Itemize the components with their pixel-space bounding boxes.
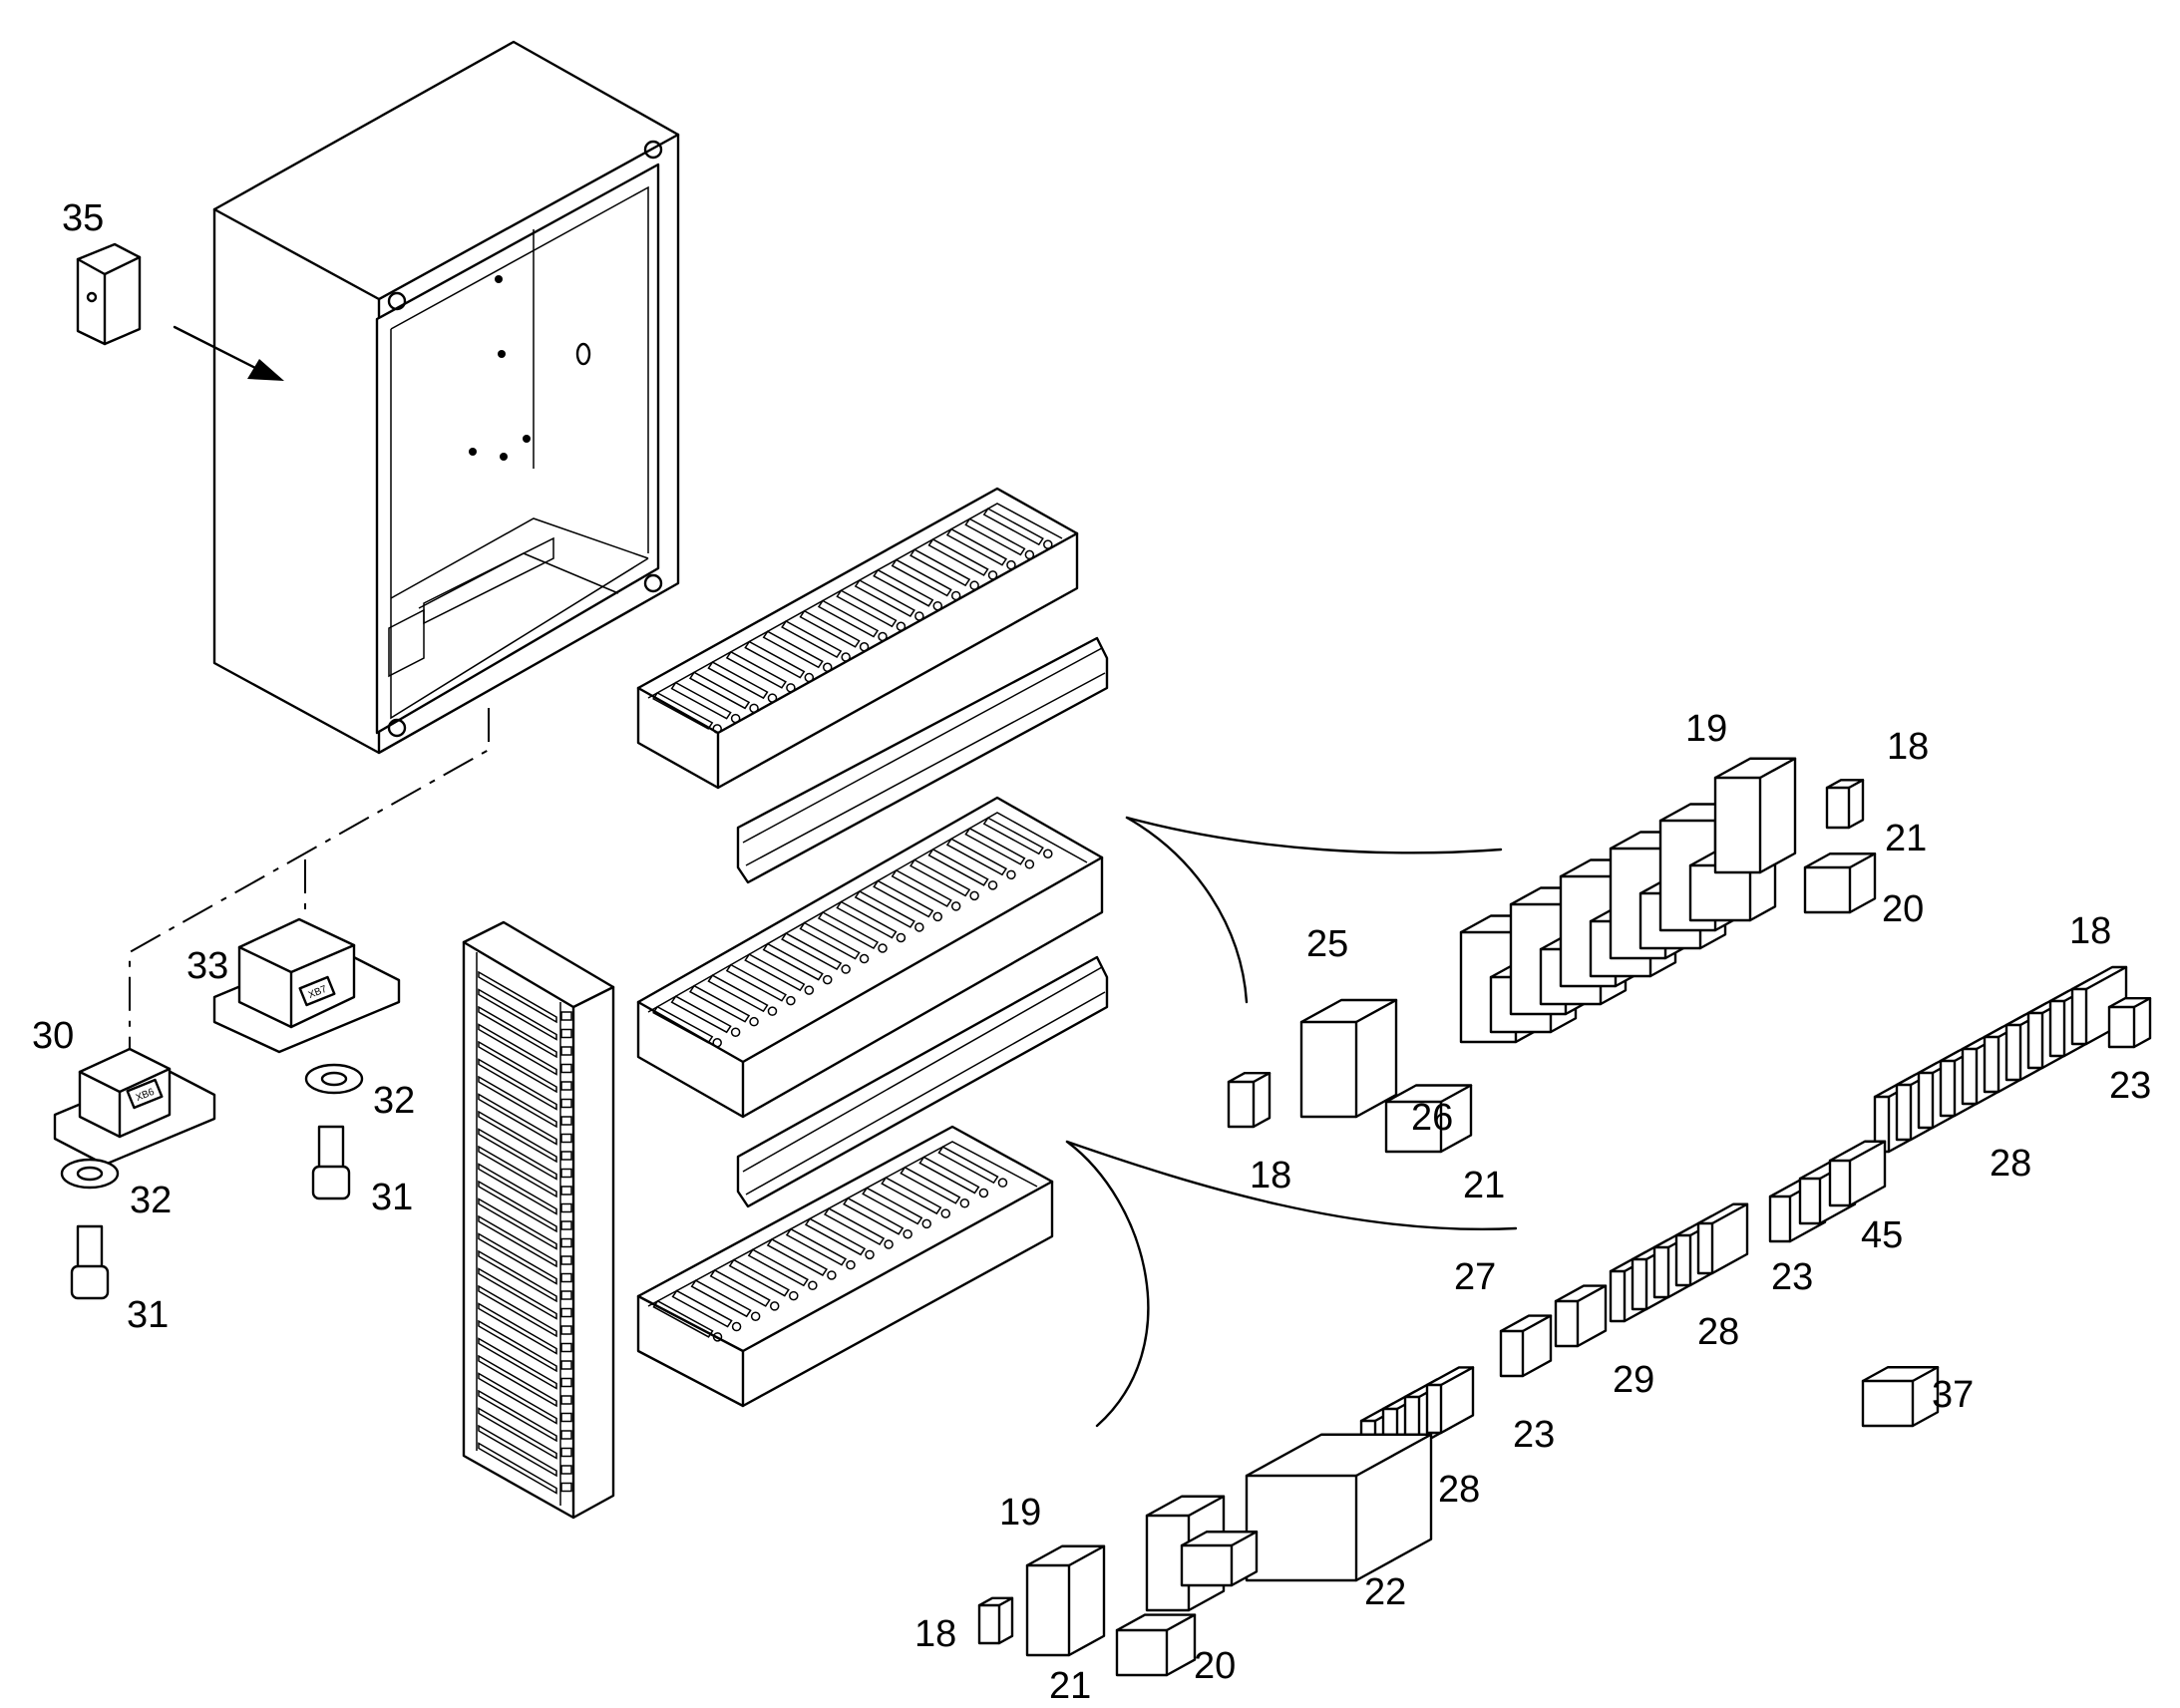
cover-37 bbox=[1861, 1366, 1940, 1428]
callout-28: 28 bbox=[1438, 1469, 1481, 1511]
callout-25: 25 bbox=[1306, 923, 1349, 965]
part-35-block bbox=[76, 242, 142, 346]
callout-18: 18 bbox=[914, 1613, 957, 1655]
callout-22: 22 bbox=[1364, 1571, 1407, 1613]
relay-20b bbox=[1115, 1613, 1197, 1677]
relay-20 bbox=[1803, 853, 1877, 914]
component-layer bbox=[977, 757, 2152, 1677]
relay-26 bbox=[1384, 1084, 1473, 1154]
connector-33-housing: XB7 bbox=[212, 917, 401, 1054]
vertical-duct-slots bbox=[478, 970, 572, 1495]
callout-45: 45 bbox=[1861, 1214, 1904, 1256]
terminal-29b bbox=[1554, 1284, 1608, 1348]
callout-31: 31 bbox=[127, 1294, 170, 1336]
relay-socket-19 bbox=[1713, 757, 1797, 874]
end-plate-18d bbox=[977, 1596, 1014, 1645]
terminal-block-28c bbox=[1425, 1366, 1475, 1435]
callout-20: 20 bbox=[1194, 1645, 1237, 1687]
connector-30-housing: XB6 bbox=[53, 1047, 216, 1167]
callout-27: 27 bbox=[1454, 1256, 1497, 1298]
callout-21: 21 bbox=[1463, 1165, 1506, 1206]
callout-31: 31 bbox=[371, 1177, 414, 1218]
terminal-45 bbox=[1828, 1140, 1887, 1207]
callout-32: 32 bbox=[373, 1080, 416, 1122]
callout-19: 19 bbox=[999, 1492, 1042, 1534]
relay-socket-25 bbox=[1299, 998, 1398, 1119]
screw-31-left bbox=[70, 1224, 110, 1300]
connector-leader-lines bbox=[129, 708, 490, 1057]
washer-32-left bbox=[60, 1158, 120, 1190]
power-supply-22 bbox=[1245, 1433, 1433, 1582]
end-plate-18 bbox=[1825, 779, 1865, 830]
callout-35: 35 bbox=[62, 197, 105, 239]
screw-31-right bbox=[311, 1125, 351, 1200]
callout-28: 28 bbox=[1990, 1143, 2032, 1185]
callout-18: 18 bbox=[1250, 1155, 1292, 1196]
callout-32: 32 bbox=[130, 1180, 173, 1221]
callout-21: 21 bbox=[1885, 818, 1928, 859]
callout-18: 18 bbox=[1887, 726, 1930, 768]
wire-duct-upper bbox=[636, 487, 1079, 790]
callout-28: 28 bbox=[1697, 1311, 1740, 1353]
callout-26: 26 bbox=[1411, 1097, 1454, 1139]
relay-socket-19b bbox=[1025, 1544, 1106, 1657]
terminal-block-28b bbox=[1696, 1202, 1749, 1275]
callout-21: 21 bbox=[1049, 1665, 1092, 1707]
callout-23: 23 bbox=[2109, 1065, 2152, 1107]
end-plate-18b bbox=[1227, 1071, 1272, 1129]
callout-23: 23 bbox=[1513, 1414, 1556, 1456]
wire-duct-middle bbox=[636, 796, 1104, 1119]
enclosure-housing bbox=[212, 40, 680, 755]
din-rail-middle bbox=[736, 955, 1109, 1208]
callout-30: 30 bbox=[32, 1015, 75, 1057]
insert-arrow bbox=[173, 325, 284, 381]
callout-18: 18 bbox=[2069, 910, 2112, 952]
end-plate-18c bbox=[2107, 997, 2152, 1049]
din-rail-upper bbox=[736, 636, 1109, 884]
callout-23: 23 bbox=[1771, 1256, 1814, 1298]
relay bbox=[1180, 1531, 1259, 1587]
wire-duct-slots bbox=[652, 508, 1053, 1342]
terminal-29a bbox=[1499, 1314, 1553, 1378]
detail-outline-curves bbox=[1065, 816, 1518, 1428]
callout-37: 37 bbox=[1932, 1374, 1975, 1416]
callout-33: 33 bbox=[186, 945, 229, 987]
callout-29: 29 bbox=[1613, 1359, 1655, 1401]
washer-32-right bbox=[304, 1063, 364, 1095]
wire-duct-lower bbox=[636, 1125, 1054, 1408]
callout-20: 20 bbox=[1882, 888, 1925, 930]
callout-19: 19 bbox=[1685, 708, 1728, 750]
